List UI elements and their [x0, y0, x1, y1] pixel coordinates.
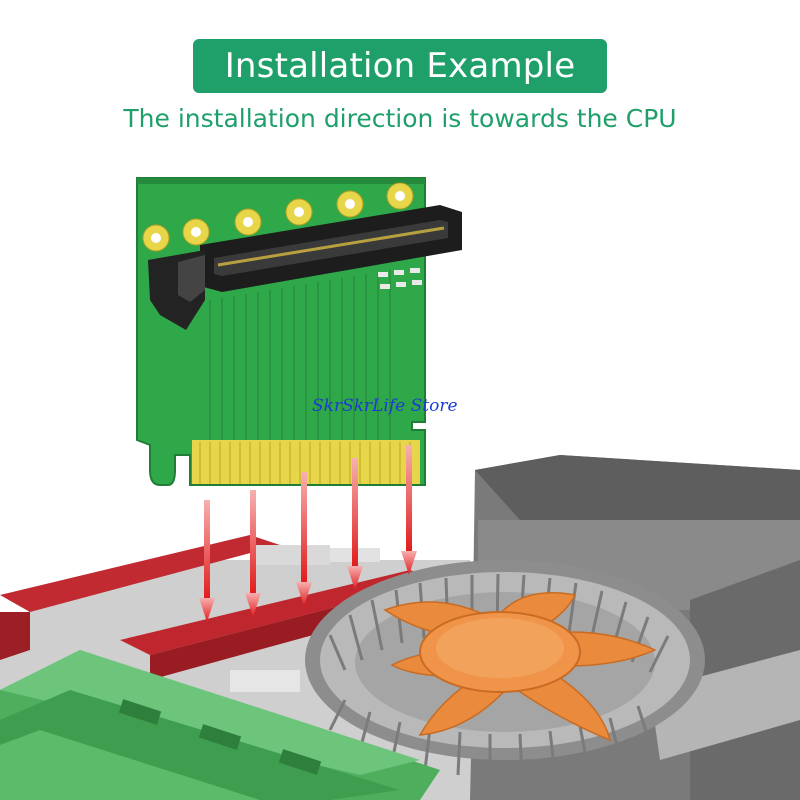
pcie-slot-connector: [148, 205, 462, 330]
arrow-down: [245, 490, 261, 617]
ram-modules: [0, 650, 440, 800]
arrow-down: [347, 458, 363, 590]
arrow-down: [401, 445, 417, 575]
subtitle: The installation direction is towards th…: [123, 104, 677, 133]
store-watermark: SkrSkrLife Store: [312, 396, 458, 416]
mounting-holes: [142, 182, 414, 252]
arrow-down: [296, 472, 312, 606]
page-title: Installation Example: [224, 46, 576, 86]
title-banner: Installation Example: [193, 39, 607, 93]
installation-arrows: [199, 445, 417, 622]
cpu-fan: [383, 592, 657, 742]
arrow-down: [199, 500, 215, 622]
pcie-riser-card: [136, 177, 462, 486]
